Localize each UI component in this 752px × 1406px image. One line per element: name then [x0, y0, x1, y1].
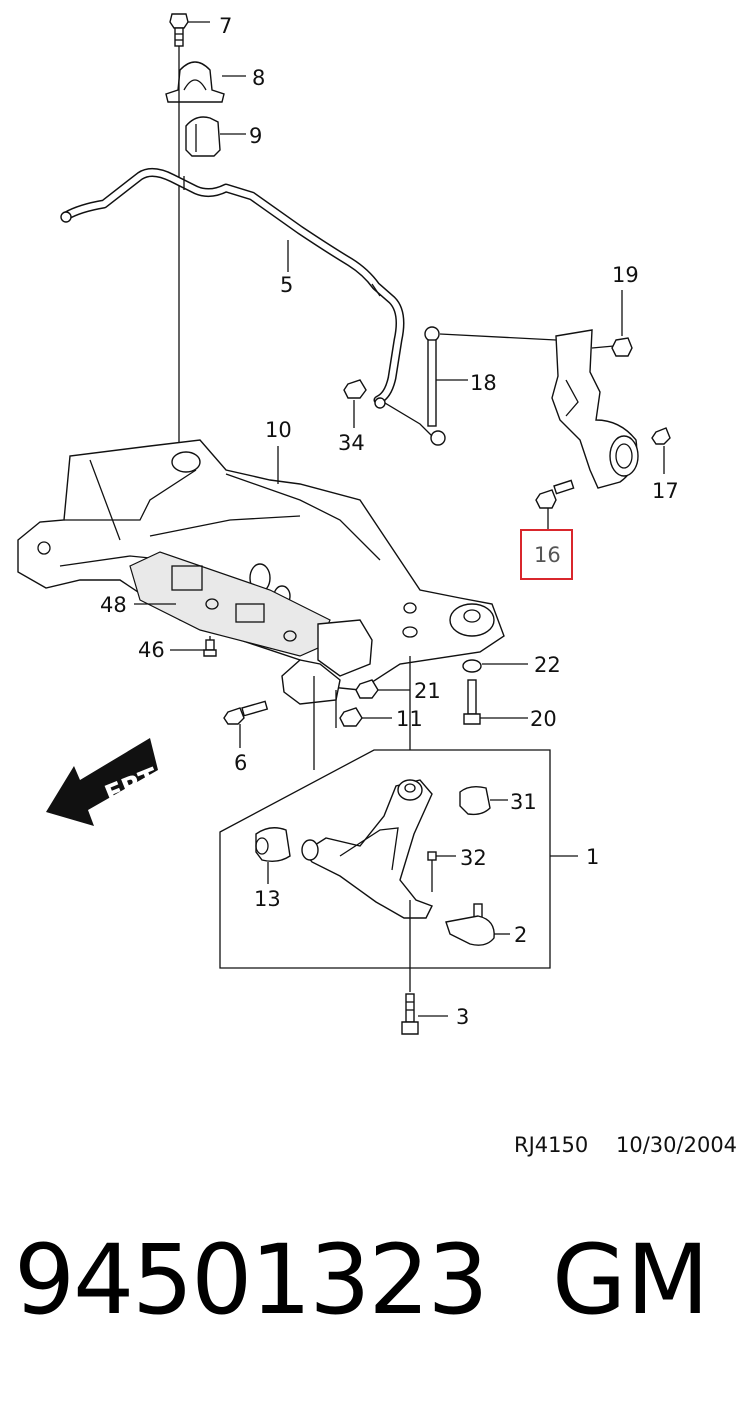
washer-22: [462, 659, 528, 673]
part-number: 94501323: [14, 1224, 489, 1336]
steering-knuckle: [551, 329, 639, 489]
callout-7: 7: [219, 14, 232, 38]
callout-48: 48: [100, 593, 127, 617]
diagram-reference-code: RJ4150: [514, 1133, 589, 1157]
bolt-32: [427, 851, 456, 892]
callout-19: 19: [612, 263, 639, 287]
nut-34: [343, 379, 367, 428]
nut-19: [611, 290, 633, 357]
bolt-46: [170, 636, 217, 657]
callout-16-highlight: [520, 529, 573, 580]
callout-17: 17: [652, 479, 679, 503]
mounting-bracket: [281, 619, 373, 705]
callout-11: 11: [396, 707, 423, 731]
bushing-13: [255, 827, 291, 884]
brand-name: GM: [552, 1224, 710, 1336]
callout-10: 10: [265, 418, 292, 442]
callout-31: 31: [510, 790, 537, 814]
nut-11: [339, 707, 392, 727]
callout-32: 32: [460, 846, 487, 870]
bushing-31: [459, 785, 508, 816]
nut-17: [651, 427, 671, 474]
callout-9: 9: [249, 124, 262, 148]
diagram-reference-date: 10/30/2004: [616, 1133, 738, 1157]
callout-3: 3: [456, 1005, 469, 1029]
callout-22: 22: [534, 653, 561, 677]
callout-18: 18: [470, 371, 497, 395]
callout-1: 1: [586, 845, 599, 869]
callout-16: 16: [534, 543, 561, 567]
callout-8: 8: [252, 66, 265, 90]
ball-joint-2: [445, 903, 510, 946]
bolt-20: [463, 679, 528, 725]
callout-6: 6: [234, 751, 247, 775]
bolt-3: [401, 993, 448, 1035]
callout-46: 46: [138, 638, 165, 662]
nut-21: [355, 679, 410, 699]
control-arm-group-box: [219, 749, 578, 969]
stabilizer-bar-5: [60, 168, 405, 405]
callout-34: 34: [338, 431, 365, 455]
bolt-7: [169, 13, 210, 47]
callout-13: 13: [254, 887, 281, 911]
bolt-6: [223, 700, 269, 748]
callout-20: 20: [530, 707, 557, 731]
stabilizer-link-18: [374, 326, 557, 446]
bushing-9: [185, 116, 246, 157]
crossmember-10: [17, 439, 505, 691]
callout-2: 2: [514, 923, 527, 947]
callout-21: 21: [414, 679, 441, 703]
bolt-16: [535, 479, 575, 530]
control-arm-1: [301, 779, 433, 919]
front-direction-arrow: FRT: [46, 738, 163, 826]
clamp-bracket-8: [165, 61, 246, 103]
callout-5: 5: [280, 273, 293, 297]
